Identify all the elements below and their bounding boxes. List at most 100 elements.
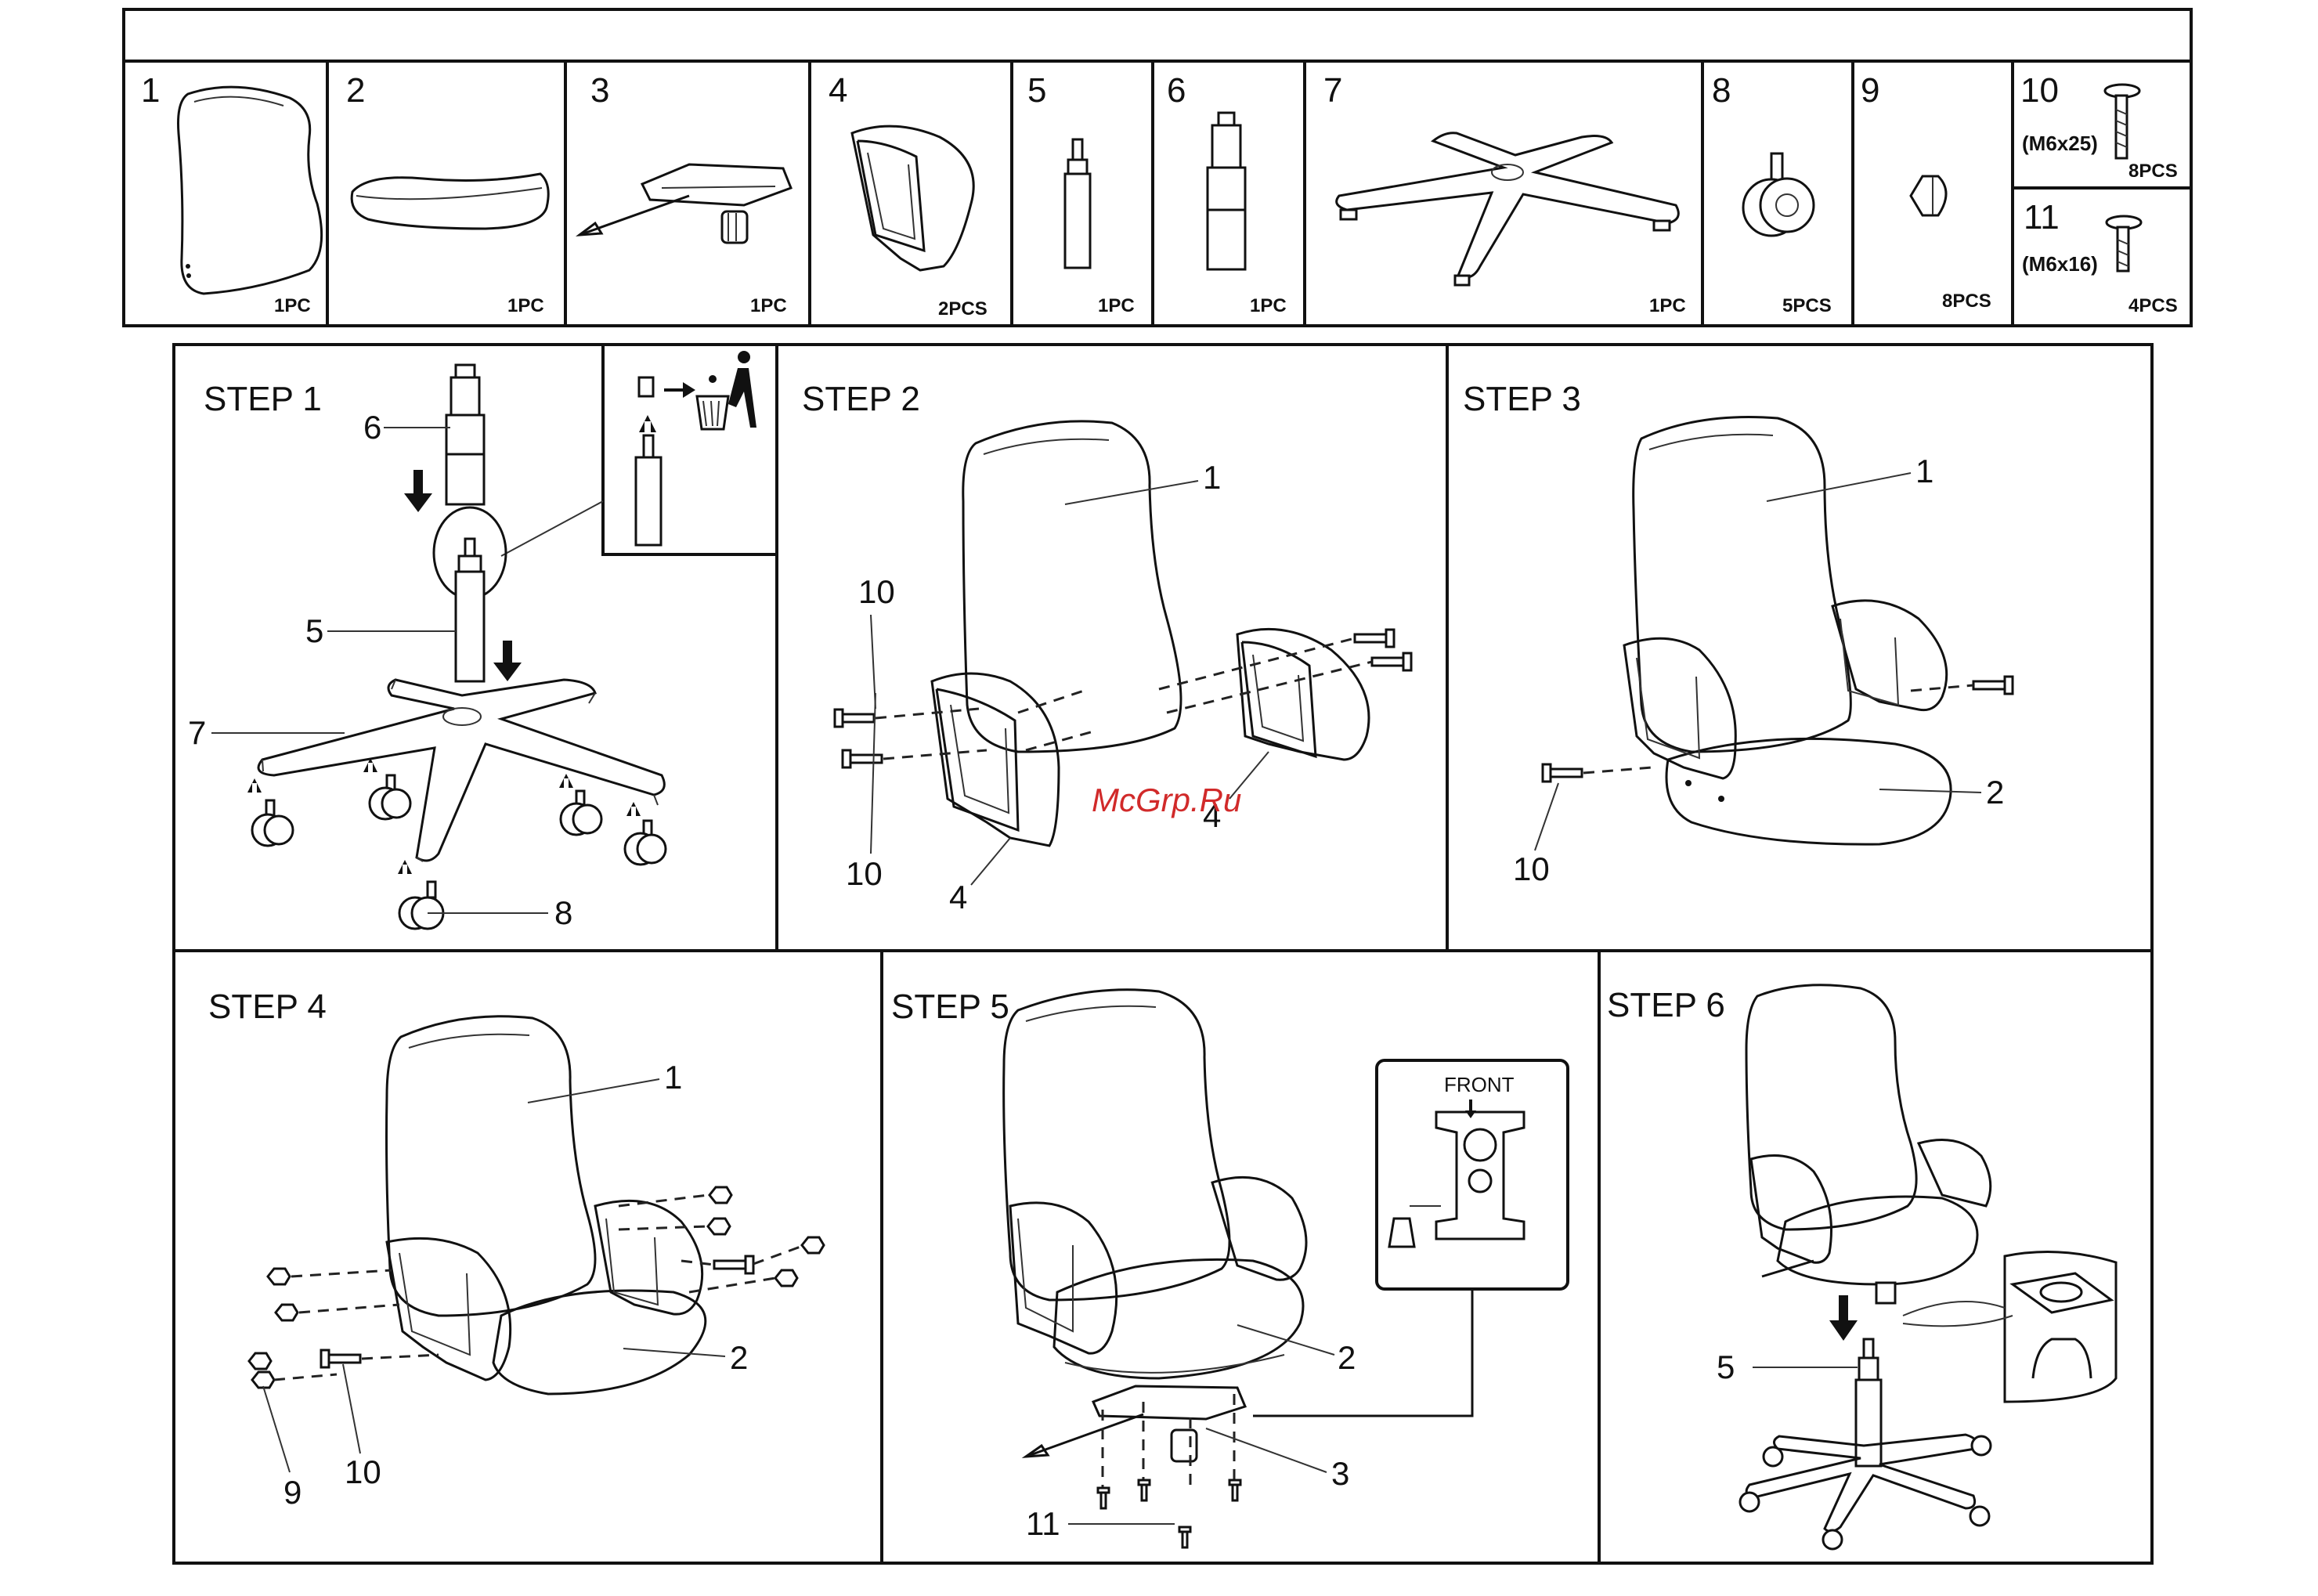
bolt-icon [1355,630,1394,647]
part-number: 8 [1712,71,1731,110]
down-arrow-icon [404,470,432,512]
armrest-icon [852,126,973,270]
seat-icon [1666,738,1951,844]
part-number: 6 [1167,71,1186,110]
step-3-panel: STEP 3 1 2 10 [1463,380,2013,887]
callout-8: 8 [554,894,572,931]
part-number: 5 [1027,71,1046,110]
part-number: 1 [141,71,160,110]
front-orientation-inset: FRONT [1377,1060,1568,1289]
callout-10: 10 [345,1453,381,1490]
callout-3: 3 [1331,1455,1349,1492]
caster-icon [1743,153,1814,236]
callout-5: 5 [1717,1349,1735,1385]
callout-1: 1 [1203,459,1221,496]
armrest-right-icon [1212,1177,1306,1280]
gas-lift-cover-icon [446,365,484,504]
cap-icon [249,1353,271,1369]
step-title: STEP 5 [891,988,1009,1026]
bolt-icon [1229,1480,1240,1500]
backrest-icon [1746,985,1916,1229]
callout-4-left: 4 [949,879,967,915]
part-qty: 1PC [1649,295,1686,316]
callout-2: 2 [1986,774,2004,811]
cap-icon [802,1237,824,1253]
bolt-icon [835,710,874,727]
part-qty: 8PCS [2128,161,2178,182]
step-title: STEP 6 [1607,986,1725,1024]
mechanism-icon [580,164,791,243]
seat-icon [493,1291,706,1394]
step-title: STEP 2 [802,380,920,418]
part-cell-4: 4 2PCS [829,71,987,320]
armrest-right-icon [1919,1140,1991,1206]
watermark-text: McGrp.Ru [1092,782,1241,818]
part-number: 10 [2020,71,2059,110]
step-title: STEP 1 [204,380,322,418]
step-title: STEP 4 [208,988,327,1026]
base-icon [258,680,664,861]
cap-icon [276,1305,298,1320]
armrest-left-icon [387,1238,511,1380]
bolt-icon [2107,216,2141,271]
step-5-panel: STEP 5 2 3 11 [891,988,1568,1547]
part-size: (M6x25) [2022,132,2098,155]
cap-icon [1911,176,1946,215]
bolt-icon [714,1256,753,1273]
base-icon [1337,133,1679,285]
front-label: FRONT [1444,1073,1515,1096]
callout-11: 11 [1026,1505,1060,1542]
step-1-panel: STEP 1 6 [188,345,777,931]
parts-table: 1 1PC 2 1PC 3 1PC [124,9,2191,326]
part-qty: 2PCS [938,298,987,320]
part-cell-5: 5 1PC [1027,71,1135,316]
bolt-icon [1372,653,1411,670]
part-cell-3: 3 1PC [580,71,791,316]
callout-9: 9 [283,1474,301,1511]
gas-lift-icon [456,539,484,681]
callout-6: 6 [363,409,381,446]
part-cell-11: 11 (M6x16) 4PCS [2022,198,2178,316]
part-qty: 1PC [274,295,311,316]
caster-icon [398,860,443,929]
part-cell-10: 10 (M6x25) 8PCS [2020,71,2178,182]
seat-icon [1054,1259,1303,1378]
part-size: (M6x16) [2022,252,2098,276]
callout-1: 1 [664,1059,682,1096]
backrest-icon [1004,990,1229,1300]
part-number: 9 [1861,71,1879,110]
bolt-icon [1139,1480,1150,1500]
part-cell-6: 6 1PC [1167,71,1287,316]
caster-icon [559,774,601,835]
callout-10-top: 10 [858,573,895,610]
part-number: 2 [346,71,365,110]
cap-icon [709,1187,731,1203]
callout-10: 10 [1513,850,1550,887]
lever-detail-magnifier [1903,1252,2116,1402]
part-qty: 5PCS [1782,295,1832,316]
down-arrow-icon [1829,1295,1858,1341]
callout-7: 7 [188,714,206,751]
part-cell-8: 8 5PCS [1712,71,1832,316]
seat-icon [1778,1197,1977,1284]
callout-5: 5 [305,612,323,649]
trash-bin-icon [697,351,756,429]
part-qty: 1PC [750,295,787,316]
caster-icon [363,758,410,819]
discard-cap-inset [603,345,777,554]
caster-icon [625,802,666,865]
part-cell-9: 9 8PCS [1861,71,1991,312]
caster-icon [247,778,293,846]
part-number: 11 [2024,198,2060,237]
backrest-icon [387,1016,596,1316]
part-qty: 1PC [1250,295,1287,316]
gas-lift-cover-icon [1208,113,1245,269]
mechanism-icon [1026,1386,1245,1461]
seat-icon [352,174,548,229]
part-number: 4 [829,71,847,110]
bolt-icon [321,1350,360,1367]
part-number: 7 [1323,71,1342,110]
part-cell-7: 7 1PC [1323,71,1686,316]
callout-1: 1 [1915,453,1933,489]
